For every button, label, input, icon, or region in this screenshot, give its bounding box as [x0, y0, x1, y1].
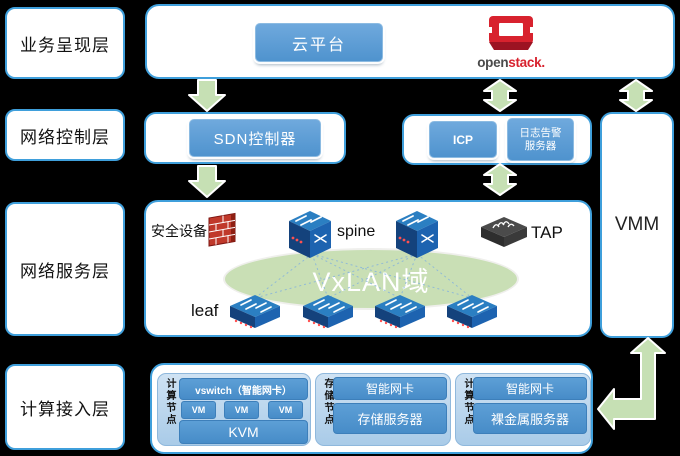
node-label: 计算节点 — [164, 378, 175, 426]
spine-switch-icon — [289, 211, 331, 258]
presentation-layer-panel: 云平台 openstack. — [145, 4, 675, 79]
openstack-logo: openstack. — [469, 14, 553, 72]
smart-nic-bar: 智能网卡 — [333, 377, 447, 400]
node-label: 计算节点 — [462, 378, 473, 426]
arrow-updown-icon — [483, 163, 517, 196]
layer-label-access: 计算接入层 — [5, 364, 125, 450]
tap-device-icon — [481, 217, 527, 247]
arrow-updown-icon — [483, 79, 517, 112]
layer-label-text: 计算接入层 — [20, 399, 110, 419]
spine-label: spine — [337, 223, 376, 240]
vswitch-bar: vswitch（智能网卡） — [179, 378, 308, 400]
openstack-wordmark: openstack. — [477, 55, 545, 70]
sdn-controller-button: SDN控制器 — [189, 119, 321, 157]
compute-node-left: 计算节点 vswitch（智能网卡） VM VM VM KVM — [157, 373, 311, 446]
layer-label-text: 网络服务层 — [20, 261, 110, 281]
layer-label-service: 网络服务层 — [5, 202, 125, 336]
leaf-label: leaf — [191, 301, 219, 320]
layer-label-text: 网络控制层 — [20, 127, 110, 147]
vm-box: VM — [181, 401, 216, 419]
vxlan-connection-lines — [254, 253, 473, 299]
icp-log-panel: ICP 日志告警 服务器 — [402, 114, 592, 165]
security-device-label: 安全设备 — [151, 223, 207, 239]
leaf-switch-icon — [375, 295, 425, 329]
kvm-bar: KVM — [179, 420, 308, 444]
arrow-elbow-icon — [597, 337, 666, 430]
access-layer-panel: 计算节点 vswitch（智能网卡） VM VM VM KVM 存储节点 智能网… — [150, 363, 593, 454]
vmm-panel: VMM — [600, 112, 674, 338]
log-alarm-server-button: 日志告警 服务器 — [507, 118, 574, 161]
layer-label-text: 业务呈现层 — [20, 35, 110, 55]
bare-metal-server-bar: 裸金属服务器 — [473, 403, 587, 434]
firewall-brick-icon — [208, 212, 236, 247]
openstack-cube-icon — [486, 16, 536, 50]
node-label: 存储节点 — [322, 378, 333, 426]
vm-box: VM — [224, 401, 259, 419]
sdn-controller-panel: SDN控制器 — [144, 112, 346, 164]
leaf-switch-icon — [230, 295, 280, 329]
layer-label-control: 网络控制层 — [5, 109, 125, 161]
leaf-switch-icon — [447, 295, 497, 329]
icp-button: ICP — [429, 121, 497, 158]
compute-node-right: 计算节点 智能网卡 裸金属服务器 — [455, 373, 591, 446]
vmm-label: VMM — [614, 214, 660, 235]
cloud-platform-button: 云平台 — [255, 23, 383, 62]
storage-server-bar: 存储服务器 — [333, 403, 447, 434]
vxlan-domain-label: VxLAN域 — [312, 266, 430, 297]
layer-label-presentation: 业务呈现层 — [5, 7, 125, 79]
service-layer-panel: VxLAN域 安全设备 — [144, 200, 592, 337]
leaf-switch-icon — [303, 295, 353, 329]
arrow-down-icon — [188, 165, 226, 198]
tap-label: TAP — [531, 223, 563, 242]
arrow-down-icon — [188, 79, 226, 112]
storage-node: 存储节点 智能网卡 存储服务器 — [315, 373, 451, 446]
smart-nic-bar: 智能网卡 — [473, 377, 587, 400]
vm-box: VM — [268, 401, 303, 419]
spine-switch-icon — [396, 211, 438, 258]
arrow-updown-icon — [619, 79, 653, 112]
